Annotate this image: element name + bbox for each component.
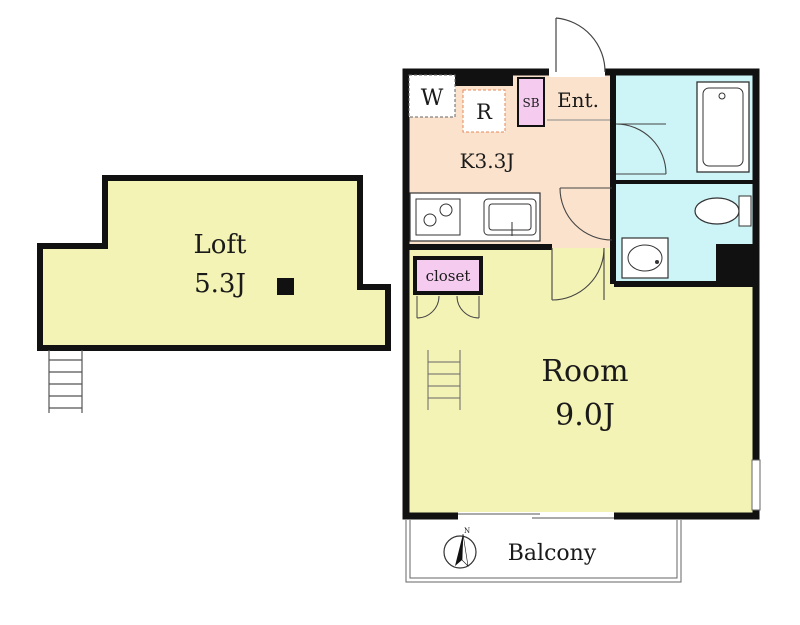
entrance-label: Ent. xyxy=(557,88,599,112)
shoe-box-label: SB xyxy=(522,96,539,110)
kitchen-label: K3.3J xyxy=(460,149,515,173)
sink xyxy=(483,198,537,236)
bathroom-door[interactable] xyxy=(615,123,667,175)
stove xyxy=(415,198,461,236)
fridge-space xyxy=(462,89,506,133)
room-size: 9.0J xyxy=(555,398,615,433)
interior-walls xyxy=(406,72,756,287)
closet-label: closet xyxy=(426,267,471,285)
kitchen-room-door[interactable] xyxy=(551,247,605,301)
loft-pillar xyxy=(277,278,294,295)
room-name: Room xyxy=(541,354,628,389)
fridge-label: R xyxy=(476,100,493,124)
toilet-door[interactable] xyxy=(559,187,613,241)
closet xyxy=(413,256,483,295)
compass-label: N xyxy=(464,527,470,535)
entrance-door[interactable] xyxy=(555,17,606,73)
compass-icon xyxy=(443,533,477,569)
balcony-label: Balcony xyxy=(508,541,597,566)
bathtub xyxy=(696,81,750,173)
washer-label: W xyxy=(421,86,444,111)
room-window-right xyxy=(751,459,761,511)
loft-ladder xyxy=(48,350,83,413)
entrance-door-gap xyxy=(549,67,605,77)
kitchen-counter xyxy=(409,192,541,242)
washbasin xyxy=(621,237,669,279)
closet-doors[interactable] xyxy=(416,295,480,319)
loft-floor xyxy=(37,175,391,351)
loft-name: Loft xyxy=(194,230,248,260)
balcony-sliding-door[interactable] xyxy=(458,512,614,520)
loft-size: 5.3J xyxy=(194,269,246,299)
balcony xyxy=(405,520,682,583)
room-ladder xyxy=(427,350,461,410)
toilet xyxy=(694,195,752,227)
washer-space xyxy=(408,74,456,118)
shoe-box xyxy=(517,77,545,127)
